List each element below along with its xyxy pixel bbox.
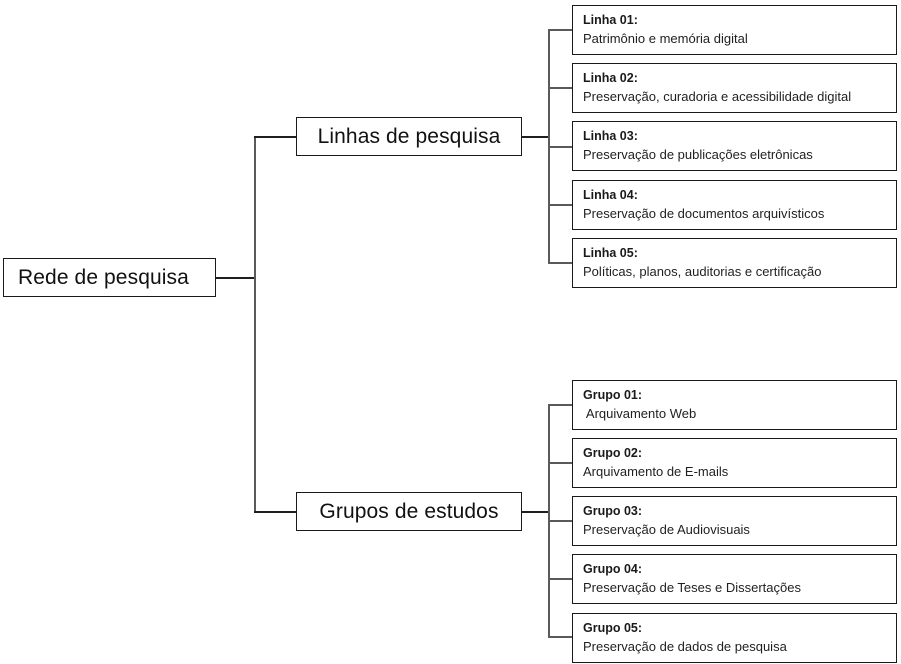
leaf-description: Preservação de publicações eletrônicas bbox=[583, 147, 813, 163]
node-leaf-grupo-03[interactable]: Grupo 03: Preservação de Audiovisuais bbox=[572, 496, 897, 546]
leaf-title: Linha 04: bbox=[583, 187, 638, 202]
node-leaf-grupo-04[interactable]: Grupo 04: Preservação de Teses e Dissert… bbox=[572, 554, 897, 604]
connector-grupos-child-1 bbox=[548, 404, 573, 406]
node-branch-linhas-de-pesquisa[interactable]: Linhas de pesquisa bbox=[296, 117, 522, 156]
node-branch-grupos-de-estudos[interactable]: Grupos de estudos bbox=[296, 492, 522, 531]
leaf-description: Patrimônio e memória digital bbox=[583, 31, 748, 47]
connector-grupos-stub bbox=[522, 511, 550, 513]
node-branch-grupos-label: Grupos de estudos bbox=[319, 499, 499, 523]
leaf-title: Grupo 02: bbox=[583, 445, 643, 460]
leaf-title: Linha 01: bbox=[583, 12, 638, 27]
connector-linhas-child-2 bbox=[548, 87, 573, 89]
connector-grupos-child-3 bbox=[548, 520, 573, 522]
connector-linhas-child-5 bbox=[548, 262, 573, 264]
node-leaf-linha-02[interactable]: Linha 02: Preservação, curadoria e acess… bbox=[572, 63, 897, 113]
node-root-label: Rede de pesquisa bbox=[18, 265, 189, 289]
connector-grupos-child-2 bbox=[548, 462, 573, 464]
leaf-title: Grupo 03: bbox=[583, 503, 643, 518]
connector-main-trunk bbox=[254, 137, 256, 513]
connector-linhas-child-4 bbox=[548, 204, 573, 206]
connector-root-stub bbox=[216, 277, 256, 279]
leaf-description: Políticas, planos, auditorias e certific… bbox=[583, 264, 822, 280]
leaf-description: Preservação de dados de pesquisa bbox=[583, 639, 787, 655]
connector-trunk-to-grupos bbox=[254, 511, 298, 513]
connector-linhas-stub bbox=[522, 136, 550, 138]
node-branch-linhas-label: Linhas de pesquisa bbox=[317, 124, 501, 148]
leaf-description: Preservação de Audiovisuais bbox=[583, 522, 750, 538]
node-leaf-grupo-01[interactable]: Grupo 01: Arquivamento Web bbox=[572, 380, 897, 430]
node-root-rede-de-pesquisa[interactable]: Rede de pesquisa bbox=[3, 258, 216, 297]
leaf-description: Preservação de Teses e Dissertações bbox=[583, 580, 801, 596]
connector-linhas-child-3 bbox=[548, 146, 573, 148]
node-leaf-linha-03[interactable]: Linha 03: Preservação de publicações ele… bbox=[572, 121, 897, 171]
leaf-title: Linha 03: bbox=[583, 128, 638, 143]
node-leaf-linha-04[interactable]: Linha 04: Preservação de documentos arqu… bbox=[572, 180, 897, 230]
connector-trunk-to-linhas bbox=[254, 136, 298, 138]
connector-grupos-child-4 bbox=[548, 578, 573, 580]
leaf-title: Linha 05: bbox=[583, 245, 638, 260]
node-leaf-grupo-02[interactable]: Grupo 02: Arquivamento de E-mails bbox=[572, 438, 897, 488]
node-leaf-linha-05[interactable]: Linha 05: Políticas, planos, auditorias … bbox=[572, 238, 897, 288]
leaf-title: Grupo 05: bbox=[583, 620, 643, 635]
leaf-description: Arquivamento Web bbox=[583, 406, 697, 422]
leaf-title: Grupo 04: bbox=[583, 561, 643, 576]
leaf-description: Preservação, curadoria e acessibilidade … bbox=[583, 89, 852, 105]
leaf-title: Grupo 01: bbox=[583, 387, 643, 402]
node-leaf-grupo-05[interactable]: Grupo 05: Preservação de dados de pesqui… bbox=[572, 613, 897, 663]
node-leaf-linha-01[interactable]: Linha 01: Patrimônio e memória digital bbox=[572, 5, 897, 55]
connector-linhas-child-1 bbox=[548, 29, 573, 31]
leaf-title: Linha 02: bbox=[583, 70, 638, 85]
leaf-description: Arquivamento de E-mails bbox=[583, 464, 729, 480]
connector-grupos-child-5 bbox=[548, 636, 573, 638]
leaf-description: Preservação de documentos arquivísticos bbox=[583, 206, 825, 222]
